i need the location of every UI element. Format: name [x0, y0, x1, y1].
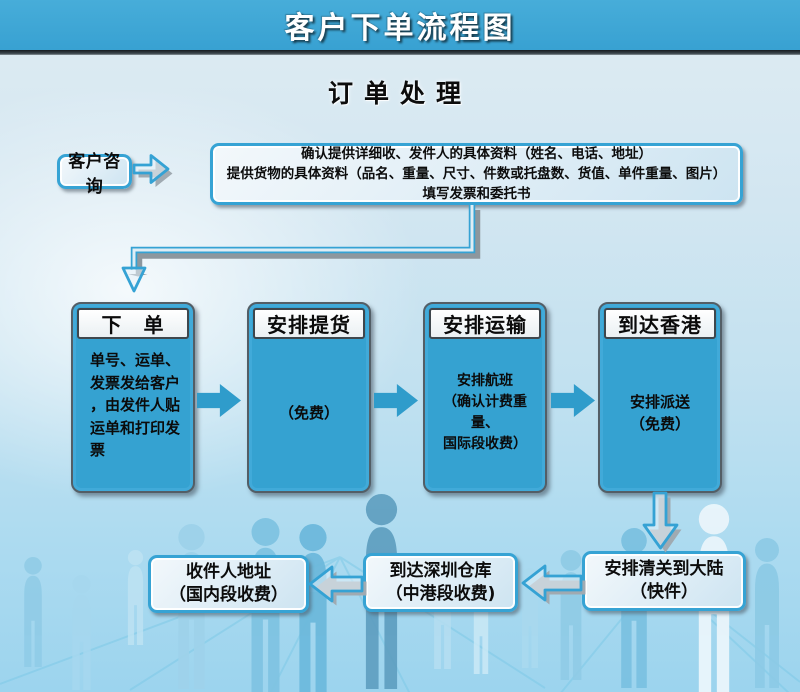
- elbow-connector: [121, 205, 481, 293]
- hollow-down-arrowhead-icon: [121, 266, 147, 293]
- node-arrange-transport: 安排运输 安排航班 （确认计费重量、 国际段收费）: [423, 302, 547, 493]
- node-arrive-hongkong: 到达香港 安排派送 （免费）: [598, 302, 722, 493]
- solid-right-arrow-icon: [551, 384, 595, 417]
- node-arrive-hongkong-detail: 安排派送 （免费）: [629, 392, 690, 434]
- node-arrange-pickup: 安排提货 （免费）: [247, 302, 371, 493]
- node-arrange-transport-title: 安排运输: [429, 308, 541, 339]
- title-bar: 客户下单流程图: [0, 0, 800, 50]
- solid-right-arrow-icon: [374, 384, 418, 417]
- node-place-order-title: 下 单: [77, 308, 189, 339]
- order-info-line-1: 确认提供详细收、发件人的具体资料（姓名、电话、地址）: [301, 145, 652, 162]
- page-title: 客户下单流程图: [284, 11, 516, 46]
- node-place-order-detail: 单号、运单、 发票发给客户 ，由发件人贴 运单和打印发 票: [89, 351, 180, 459]
- node-recipient-address: 收件人地址 （国内段收费）: [148, 555, 309, 613]
- node-arrange-transport-detail: 安排航班 （确认计费重量、 国际段收费）: [443, 373, 527, 452]
- node-order-info: 确认提供详细收、发件人的具体资料（姓名、电话、地址） 提供货物的具体资料（品名、…: [210, 143, 743, 205]
- node-customs-clearance: 安排清关到大陆 （快件）: [582, 551, 746, 611]
- solid-right-arrow-icon: [197, 384, 241, 417]
- node-shenzhen-warehouse: 到达深圳仓库 （中港段收费): [363, 553, 518, 612]
- order-info-line-3: 填写发票和委托书: [422, 186, 531, 203]
- section-title: 订单处理: [327, 79, 472, 108]
- node-arrive-hongkong-title: 到达香港: [604, 308, 716, 339]
- node-customer-consult-label: 客户咨询: [68, 151, 121, 197]
- node-place-order: 下 单 单号、运单、 发票发给客户 ，由发件人贴 运单和打印发 票: [71, 302, 195, 493]
- order-info-line-2: 提供货物的具体资料（品名、重量、尺寸、件数或托盘数、货值、单件重量、图片）: [226, 165, 727, 182]
- hollow-right-arrow-icon: [132, 154, 173, 187]
- node-customer-consult: 客户咨询: [57, 152, 132, 197]
- node-arrange-pickup-title: 安排提货: [253, 308, 365, 339]
- node-arrange-pickup-detail: （免费）: [278, 403, 339, 422]
- title-bar-divider: [0, 50, 800, 55]
